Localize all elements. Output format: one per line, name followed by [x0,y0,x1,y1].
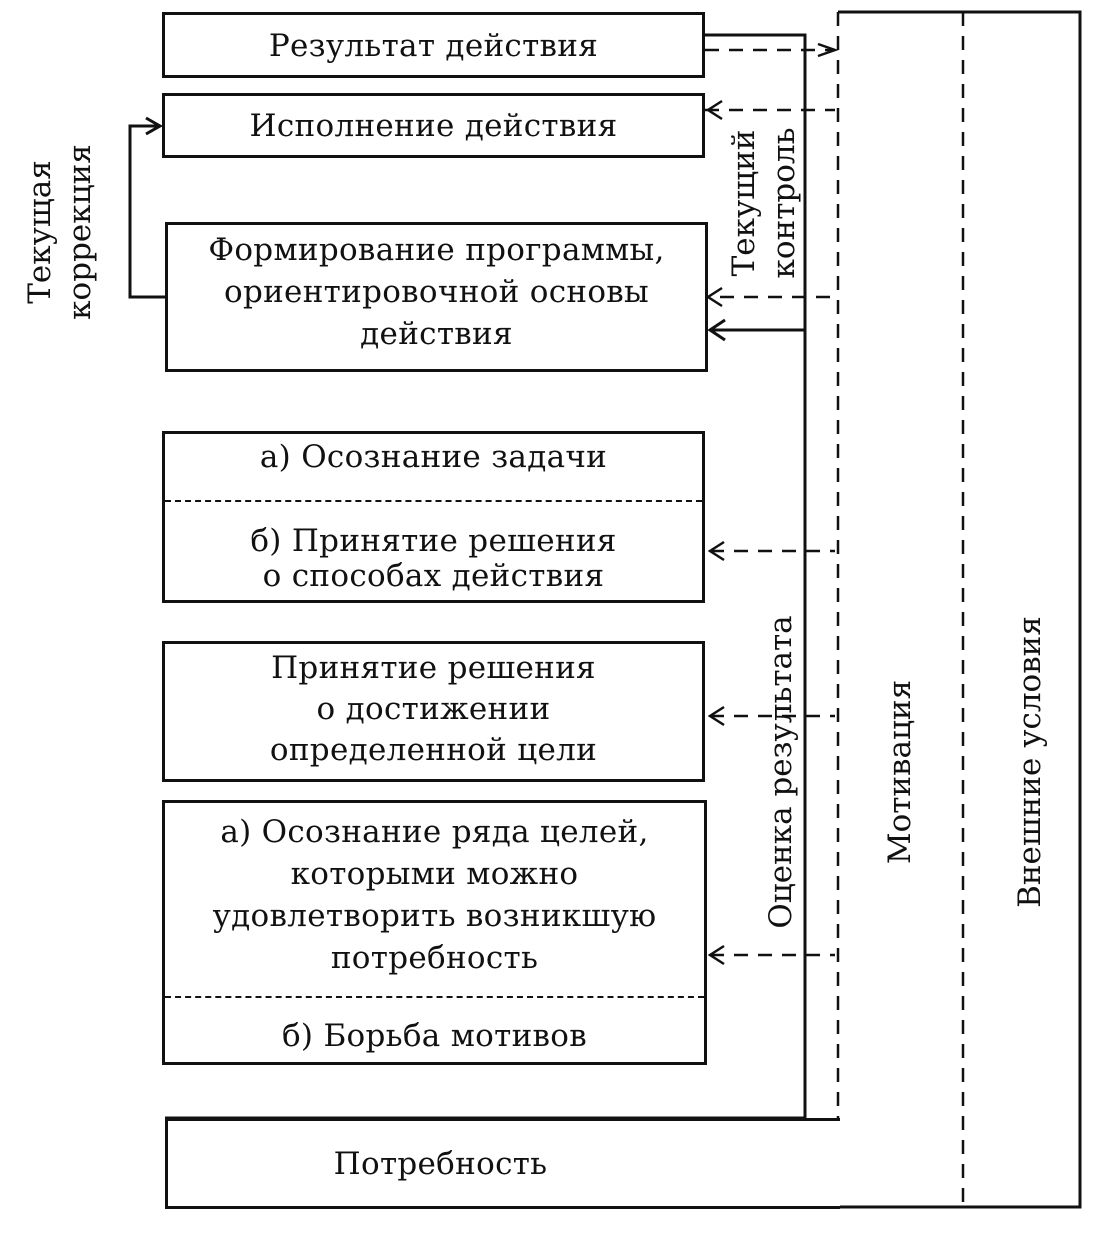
result-arrowhead [817,42,839,58]
goals-arrowhead [707,944,725,966]
program-line-3: действия [360,316,513,352]
conditions-label: Внешние условия [1012,616,1048,908]
goal-decision-line-2: о достижении [316,691,551,727]
program-line-1: Формирование программы, [208,232,665,268]
goal-decision-line-1: Принятие решения [271,650,596,686]
task-a-label: а) Осознание задачи [259,439,608,475]
control-line-1: Текущий [726,129,762,277]
execution-arrowhead [705,99,723,121]
goals-divider [165,996,704,998]
control-arrowhead [705,286,723,308]
correction-line [128,124,165,299]
goals-a-line-2: которыми можно [290,856,579,892]
task-b-line-2: о способах действия [262,558,605,594]
goal-decision-box: Принятие решения о достижении определенн… [162,641,705,782]
goal-arrowhead [707,705,725,727]
execution-box: Исполнение действия [162,93,705,158]
program-arrowhead [707,318,726,342]
goals-a-line-4: потребность [330,940,539,976]
goals-a-line-3: удовлетворить возникшую [212,898,657,934]
correction-line-1: Текущая [22,160,58,304]
motivation-label: Мотивация [882,679,918,865]
control-line-2: контроль [766,127,802,279]
correction-line-2: коррекция [62,144,98,320]
result-label: Результат действия [268,28,599,64]
control-dashed-line [705,108,835,299]
assessment-label: Оценка результата [763,615,799,929]
task-b-line-1: б) Принятие решения [250,523,617,559]
motivation-column-frame [838,10,1082,1209]
task-arrowhead [707,540,725,562]
goals-a-line-1: а) Осознание ряда целей, [220,814,649,850]
correction-arrowhead [145,116,164,136]
result-box: Результат действия [162,12,705,78]
control-label: Текущий контроль [724,103,804,303]
program-line-2: ориентировочной основы [223,274,650,310]
task-box: а) Осознание задачи б) Принятие решения … [162,431,705,603]
goal-decision-line-3: определенной цели [269,732,598,768]
task-divider [165,500,702,502]
correction-label: Текущая коррекция [20,132,100,332]
execution-label: Исполнение действия [249,108,618,144]
need-label: Потребность [333,1146,548,1182]
goals-box: а) Осознание ряда целей, которыми можно … [162,800,707,1065]
program-box: Формирование программы, ориентировочной … [165,222,708,372]
need-box: Потребность [165,1118,840,1209]
goals-b-label: б) Борьба мотивов [281,1018,588,1054]
